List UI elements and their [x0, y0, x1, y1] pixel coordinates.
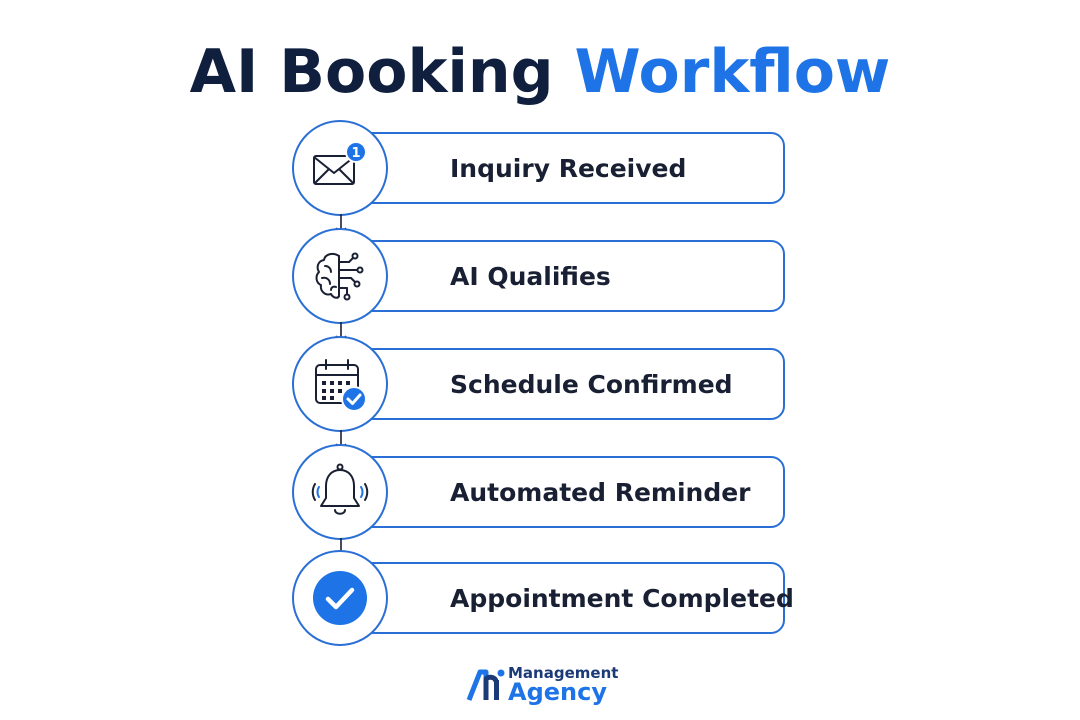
checkmark-circle-icon — [313, 571, 367, 625]
step-4-icon-circle — [292, 444, 388, 540]
step-label: Appointment Completed — [450, 584, 794, 613]
title-main: AI Booking — [189, 37, 554, 107]
step-label: Schedule Confirmed — [450, 370, 733, 399]
step-appointment-completed: Appointment Completed — [330, 562, 794, 634]
step-3-icon-circle — [292, 336, 388, 432]
step-label: AI Qualifies — [450, 262, 611, 291]
brain-circuit-icon — [315, 252, 364, 301]
step-inquiry-received: Inquiry Received — [330, 132, 785, 204]
step-schedule-confirmed: Schedule Confirmed — [330, 348, 785, 420]
step-ai-qualifies: AI Qualifies — [330, 240, 785, 312]
page-title: AI Booking Workflow — [0, 32, 1080, 112]
logo-text-management: Management — [508, 664, 619, 682]
logo-text-agency: Agency — [508, 678, 607, 706]
title-accent: Workflow — [574, 37, 891, 107]
step-1-icon-circle: 1 — [292, 120, 388, 216]
logo-ai-mark — [466, 669, 505, 701]
step-5-icon-circle — [292, 550, 388, 646]
step-automated-reminder: Automated Reminder — [330, 456, 785, 528]
step-label: Inquiry Received — [450, 154, 687, 183]
calendar-check-icon — [315, 359, 367, 412]
bell-ringing-icon — [311, 463, 369, 515]
envelope-notification-icon: 1 — [313, 141, 367, 185]
notification-badge-count: 1 — [351, 146, 360, 161]
brand-logo: Management Agency — [466, 660, 619, 710]
step-2-icon-circle — [292, 228, 388, 324]
step-label: Automated Reminder — [450, 478, 751, 507]
